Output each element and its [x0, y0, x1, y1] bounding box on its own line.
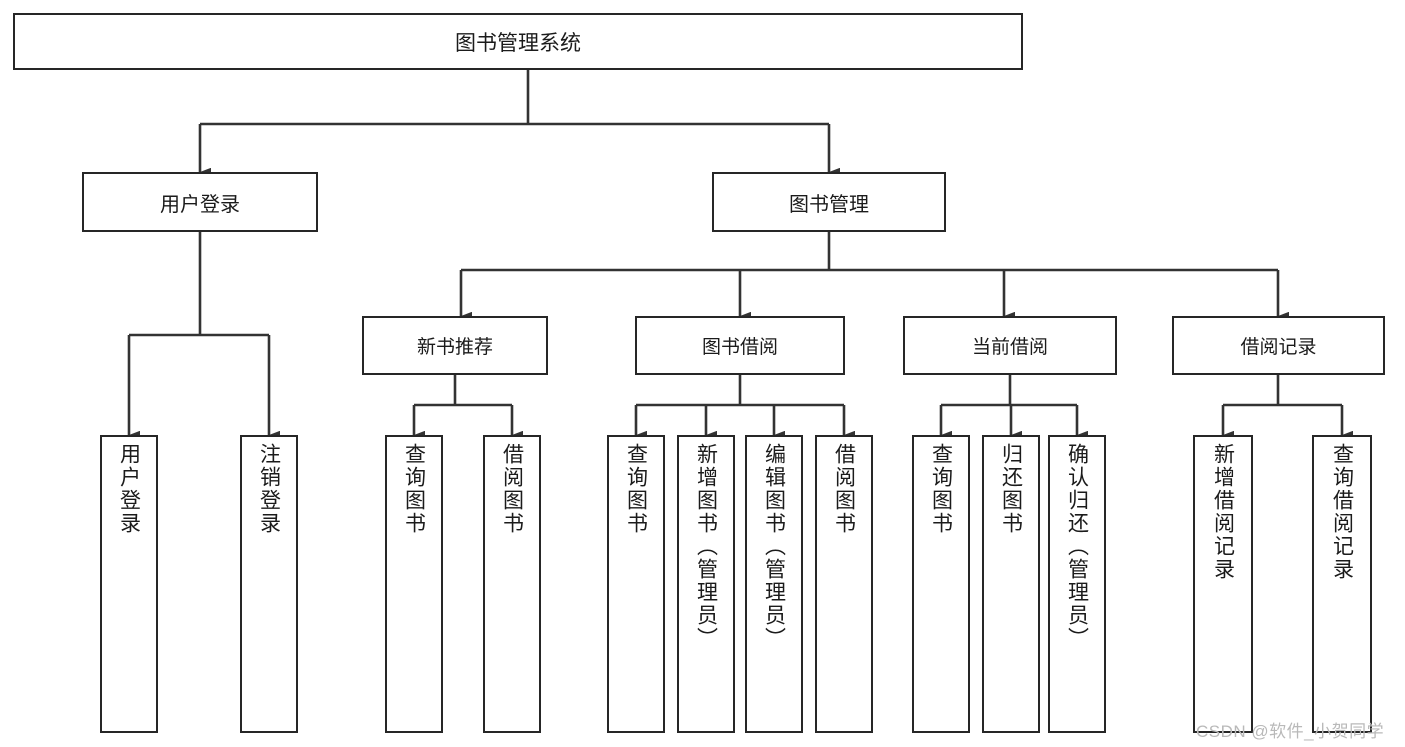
node-leaf-return-book-label: 归还图书: [999, 443, 1023, 535]
connector-group: [127, 70, 1353, 440]
node-leaf-query-book-3[interactable]: 查询图书: [912, 435, 970, 733]
node-current-borrow[interactable]: 当前借阅: [903, 316, 1117, 375]
node-leaf-borrow-book-1[interactable]: 借阅图书: [483, 435, 541, 733]
node-borrow-record[interactable]: 借阅记录: [1172, 316, 1385, 375]
node-book-manage-label: 图书管理: [789, 193, 869, 216]
node-leaf-add-book-admin[interactable]: 新增图书（管理员）: [677, 435, 735, 733]
node-root-title[interactable]: 图书管理系统: [13, 13, 1023, 70]
node-leaf-borrow-book-2-label: 借阅图书: [832, 443, 856, 535]
node-leaf-user-login-label: 用户登录: [117, 443, 141, 535]
node-new-book-recommend-label: 新书推荐: [416, 337, 493, 358]
node-root-title-label: 图书管理系统: [455, 31, 581, 55]
node-leaf-query-book-3-label: 查询图书: [929, 443, 953, 535]
node-leaf-confirm-return-admin-label: 确认归还（管理员）: [1065, 443, 1089, 650]
node-leaf-user-login[interactable]: 用户登录: [100, 435, 158, 733]
node-leaf-edit-book-admin[interactable]: 编辑图书（管理员）: [745, 435, 803, 733]
node-book-manage[interactable]: 图书管理: [712, 172, 946, 232]
node-leaf-query-book-1-label: 查询图书: [402, 443, 426, 535]
node-leaf-query-book-1[interactable]: 查询图书: [385, 435, 443, 733]
node-new-book-recommend[interactable]: 新书推荐: [362, 316, 548, 375]
node-leaf-borrow-book-2[interactable]: 借阅图书: [815, 435, 873, 733]
node-book-borrow-label: 图书借阅: [701, 337, 778, 358]
node-leaf-return-book[interactable]: 归还图书: [982, 435, 1040, 733]
node-leaf-query-borrow-record-label: 查询借阅记录: [1330, 443, 1354, 581]
node-book-borrow[interactable]: 图书借阅: [635, 316, 845, 375]
node-leaf-edit-book-admin-label: 编辑图书（管理员）: [762, 443, 786, 650]
node-leaf-query-book-2-label: 查询图书: [624, 443, 648, 535]
node-leaf-logout-login[interactable]: 注销登录: [240, 435, 298, 733]
node-leaf-confirm-return-admin[interactable]: 确认归还（管理员）: [1048, 435, 1106, 733]
node-leaf-query-book-2[interactable]: 查询图书: [607, 435, 665, 733]
node-leaf-add-borrow-record-label: 新增借阅记录: [1211, 443, 1235, 581]
node-leaf-query-borrow-record[interactable]: 查询借阅记录: [1312, 435, 1372, 733]
node-borrow-record-label: 借阅记录: [1240, 337, 1317, 358]
node-leaf-add-borrow-record[interactable]: 新增借阅记录: [1193, 435, 1253, 733]
node-user-login-label: 用户登录: [160, 193, 240, 216]
node-user-login[interactable]: 用户登录: [82, 172, 318, 232]
node-leaf-logout-login-label: 注销登录: [257, 443, 281, 535]
node-leaf-add-book-admin-label: 新增图书（管理员）: [694, 443, 718, 650]
node-leaf-borrow-book-1-label: 借阅图书: [500, 443, 524, 535]
node-current-borrow-label: 当前借阅: [971, 337, 1048, 358]
